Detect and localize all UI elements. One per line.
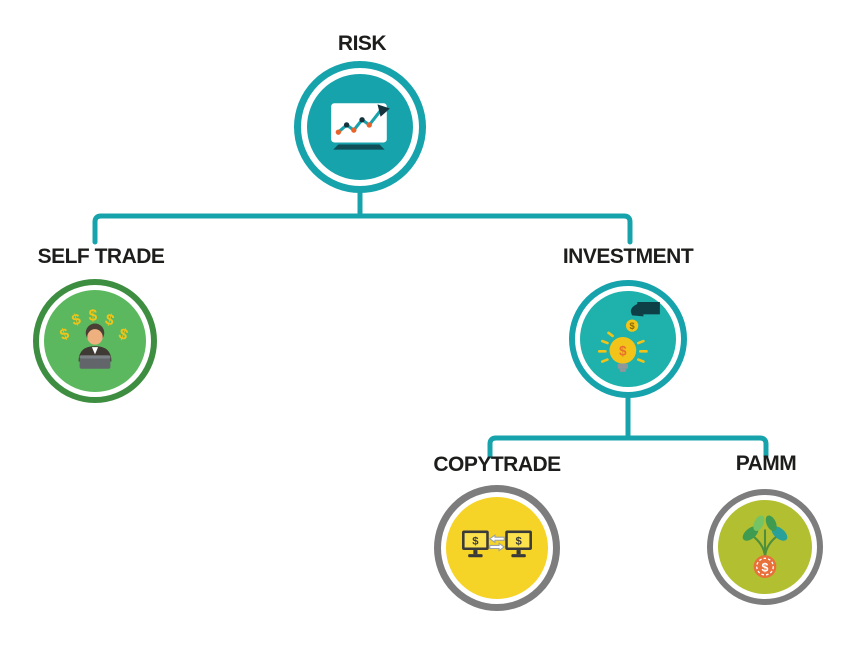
node-label-self-trade: SELF TRADE: [37, 245, 165, 268]
leaves: [742, 515, 788, 541]
bulb-base: [617, 363, 628, 369]
coin-ring: [756, 557, 774, 576]
bulb-rays: [597, 331, 648, 363]
money-plant-icon: $: [742, 515, 788, 578]
node-investment-fill: $ $: [580, 291, 676, 387]
dollar-glyph: $: [70, 311, 83, 330]
shirt: [91, 347, 99, 355]
node-self-trade: $ $ $ $ $: [33, 279, 157, 403]
node-pamm: $: [707, 489, 823, 605]
arrow-head: [377, 104, 390, 117]
face: [87, 329, 103, 345]
dollar-glyph: $: [472, 535, 479, 547]
node-copytrade-fill: $ $: [446, 497, 548, 599]
node-pamm-fill: $: [718, 500, 812, 594]
bulb: [609, 336, 637, 364]
trader-at-laptop-icon: $ $ $ $ $: [58, 307, 131, 369]
dollar-glyph: $: [762, 560, 769, 574]
dollar-glyph: $: [103, 311, 116, 330]
growth-chart-laptop-icon: [331, 103, 390, 150]
node-risk: [294, 61, 426, 193]
dollar-glyph: $: [619, 343, 627, 358]
exchange-arrows: [488, 534, 506, 552]
chart-dots: [335, 117, 372, 135]
dollar-glyph: $: [58, 325, 72, 344]
left-monitor: $: [462, 530, 489, 558]
node-label-risk: RISK: [337, 32, 387, 55]
node-investment: $ $: [569, 280, 687, 398]
laptop-lid-edge: [79, 355, 111, 359]
node-label-pamm: PAMM: [735, 452, 797, 475]
right-monitor: $: [505, 530, 532, 558]
dollar-glyph: $: [630, 321, 636, 331]
node-label-investment: INVESTMENT: [562, 245, 694, 268]
dollar-glyph: $: [116, 325, 130, 344]
laptop-base: [333, 144, 385, 150]
dollar-glyph: $: [89, 307, 98, 324]
monitors-exchange-icon: $ $: [462, 530, 532, 558]
dollar-glyph: $: [515, 535, 522, 547]
hand-coin-lightbulb-icon: $ $: [597, 302, 660, 372]
node-self-trade-fill: $ $ $ $ $: [44, 290, 146, 392]
laptop-lid: [79, 355, 111, 369]
node-risk-fill: [307, 74, 413, 180]
node-label-copytrade: COPYTRADE: [433, 453, 561, 476]
falling-coin: [625, 319, 639, 332]
bulb-base-tip: [619, 368, 626, 372]
node-copytrade: $ $: [434, 485, 560, 611]
hand: [630, 304, 644, 317]
connector-level1: [92, 213, 633, 245]
